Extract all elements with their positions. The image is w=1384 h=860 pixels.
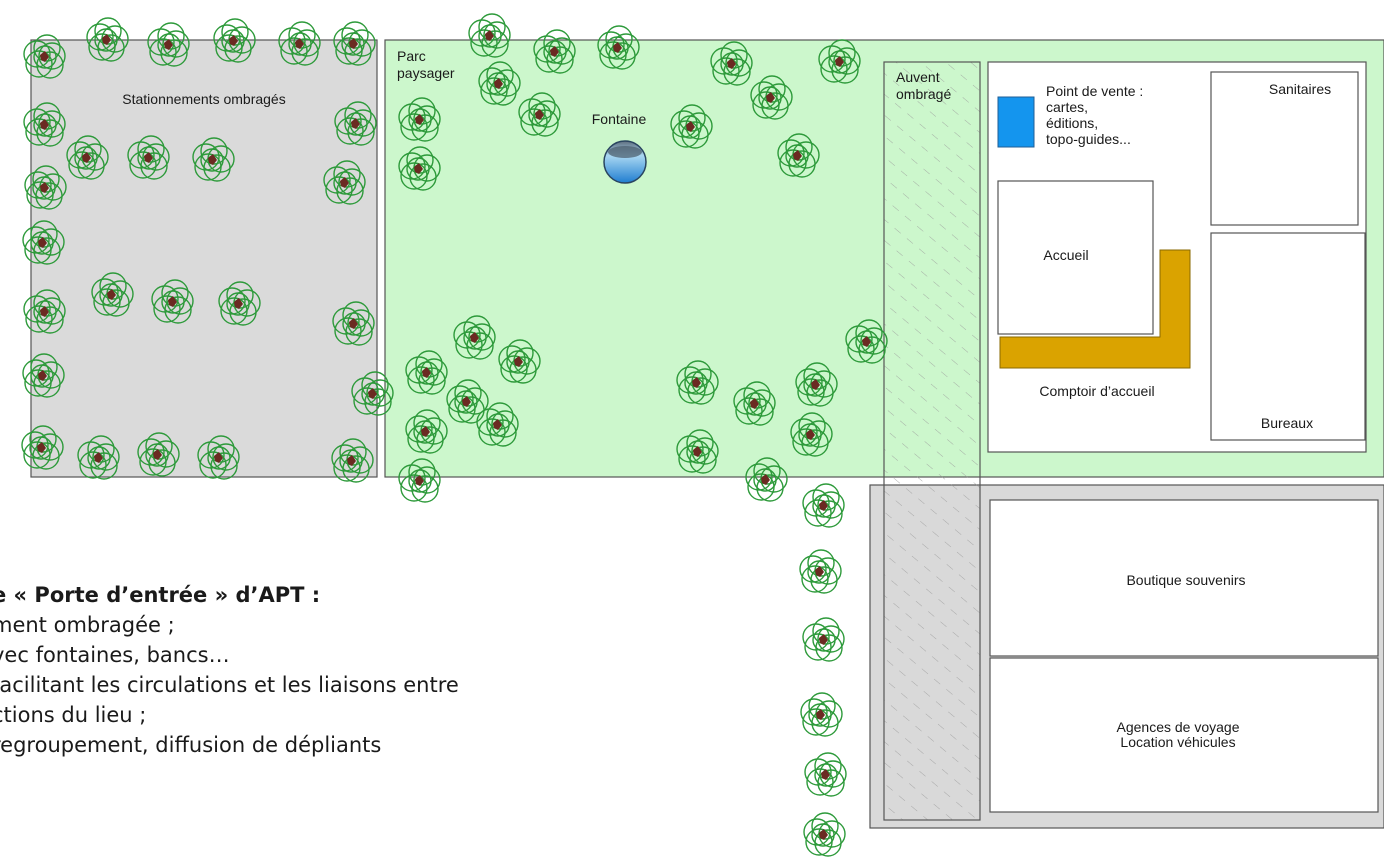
agences-room — [989, 657, 1379, 813]
tree-icon — [518, 92, 561, 137]
parking-area — [30, 39, 378, 478]
sales-point-line4: topo-guides... — [1046, 131, 1131, 147]
tree-icon — [398, 146, 441, 191]
legend-line-1: ment ombragée ; — [0, 613, 175, 637]
tree-icon — [351, 371, 394, 416]
sales-point-line2: cartes, — [1046, 99, 1088, 115]
tree-icon — [23, 289, 66, 334]
park-label-line2: paysager — [397, 65, 455, 81]
tree-icon — [476, 402, 519, 447]
tree-icon — [405, 350, 448, 395]
tree-icon — [147, 22, 190, 67]
tree-icon — [498, 339, 541, 384]
tree-icon — [670, 104, 713, 149]
tree-icon — [197, 435, 240, 480]
tree-icon — [453, 315, 496, 360]
legend-line-5: regroupement, diffusion de dépliants — [0, 733, 382, 757]
tree-icon — [818, 39, 861, 84]
tree-icon — [86, 17, 129, 62]
tree-icon — [22, 220, 65, 265]
tree-icon — [676, 360, 719, 405]
accueil-room — [997, 180, 1154, 335]
tree-icon — [213, 18, 256, 63]
boutique-room — [989, 499, 1379, 657]
tree-icon — [533, 29, 576, 74]
bureaux-label: Bureaux — [1261, 415, 1313, 431]
tree-icon — [795, 362, 838, 407]
tree-icon — [23, 102, 66, 147]
trees-layer — [21, 13, 888, 857]
tree-icon — [398, 97, 441, 142]
agences-label-line2: Location véhicules — [1120, 734, 1235, 750]
tree-icon — [446, 379, 489, 424]
tree-icon — [151, 279, 194, 324]
legend-text-block: e « Porte d’entrée » d’APT : ment ombrag… — [0, 580, 772, 760]
tree-icon — [24, 165, 67, 210]
tree-icon — [804, 752, 847, 797]
tree-icon — [468, 13, 511, 58]
tree-icon — [137, 432, 180, 477]
tree-icon — [66, 135, 109, 180]
tree-icon — [733, 381, 776, 426]
awning-label-line2: ombragé — [896, 86, 951, 102]
tree-icon — [745, 457, 788, 502]
sales-point-square — [997, 96, 1035, 148]
tree-icon — [77, 435, 120, 480]
tree-icon — [333, 21, 376, 66]
counter-label: Comptoir d’accueil — [1039, 383, 1154, 399]
tree-icon — [405, 409, 448, 454]
tree-icon — [800, 692, 843, 737]
tree-icon — [331, 438, 374, 483]
shaded-awning — [883, 61, 981, 821]
legend-title: e « Porte d’entrée » d’APT : — [0, 583, 321, 607]
sales-point-line3: éditions, — [1046, 115, 1098, 131]
legend-line-2: vec fontaines, bancs… — [0, 643, 230, 667]
tree-icon — [91, 272, 134, 317]
tree-icon — [23, 34, 66, 79]
tree-icon — [802, 483, 845, 528]
tree-icon — [21, 425, 64, 470]
tree-icon — [398, 458, 441, 503]
park-label-line1: Parc — [397, 48, 426, 64]
tree-icon — [218, 281, 261, 326]
tree-icon — [803, 812, 846, 857]
tree-icon — [127, 135, 170, 180]
tree-icon — [278, 21, 321, 66]
tree-icon — [777, 133, 820, 178]
legend-line-4: ctions du lieu ; — [0, 703, 147, 727]
reception-counter — [999, 249, 1191, 369]
sanitaires-room — [1210, 71, 1359, 226]
fountain-label: Fontaine — [592, 111, 647, 127]
tree-icon — [334, 101, 377, 146]
tree-icon — [750, 75, 793, 120]
tree-icon — [802, 617, 845, 662]
parking-label: Stationnements ombragés — [122, 91, 285, 107]
accueil-label: Accueil — [1043, 247, 1088, 263]
tree-icon — [478, 61, 521, 106]
sales-point-line1: Point de vente : — [1046, 83, 1143, 99]
tree-icon — [323, 160, 366, 205]
tree-icon — [192, 137, 235, 182]
tree-icon — [22, 353, 65, 398]
tree-icon — [332, 301, 375, 346]
tree-icon — [676, 429, 719, 474]
agences-label-line1: Agences de voyage — [1117, 719, 1240, 735]
boutique-label: Boutique souvenirs — [1126, 572, 1245, 588]
tree-icon — [845, 319, 888, 364]
bureaux-room — [1210, 232, 1366, 441]
awning-label-line1: Auvent — [896, 69, 940, 85]
legend-line-3: facilitant les circulations et les liais… — [0, 673, 459, 697]
tree-icon — [799, 549, 842, 594]
fountain-icon — [603, 140, 647, 184]
sanitaires-label: Sanitaires — [1269, 81, 1331, 97]
tree-icon — [597, 25, 640, 70]
tree-icon — [710, 41, 753, 86]
tree-icon — [790, 412, 833, 457]
